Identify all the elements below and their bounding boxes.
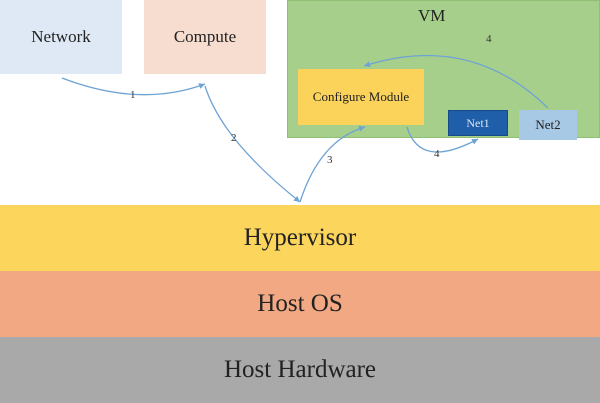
arrow-1 bbox=[61, 77, 206, 96]
compute-label: Compute bbox=[173, 27, 237, 46]
vm-label: VM bbox=[418, 6, 446, 25]
net2-box: Net2 bbox=[519, 110, 577, 140]
arrow-3-label: 3 bbox=[327, 154, 333, 166]
net1-label: Net1 bbox=[466, 115, 490, 130]
net2-label: Net2 bbox=[535, 117, 561, 132]
host-os-label: Host OS bbox=[257, 290, 343, 317]
compute-box: Compute bbox=[144, 0, 266, 74]
arrow-4-bottom-label: 4 bbox=[434, 148, 440, 160]
hypervisor-layer: Hypervisor bbox=[0, 205, 600, 271]
net1-box: Net1 bbox=[448, 110, 508, 136]
host-hardware-layer: Host Hardware bbox=[0, 337, 600, 403]
network-box: Network bbox=[0, 0, 122, 74]
arrow-3 bbox=[299, 125, 366, 203]
host-hardware-label: Host Hardware bbox=[223, 356, 377, 383]
network-label: Network bbox=[31, 27, 91, 46]
configure-module-label: Configure Module bbox=[312, 89, 410, 104]
configure-module-box: Configure Module bbox=[298, 69, 424, 125]
hypervisor-label: Hypervisor bbox=[243, 224, 357, 251]
arrow-2-label: 2 bbox=[231, 132, 237, 144]
arrow-1-label: 1 bbox=[130, 89, 136, 101]
host-os-layer: Host OS bbox=[0, 271, 600, 337]
arrow-2 bbox=[204, 85, 301, 203]
